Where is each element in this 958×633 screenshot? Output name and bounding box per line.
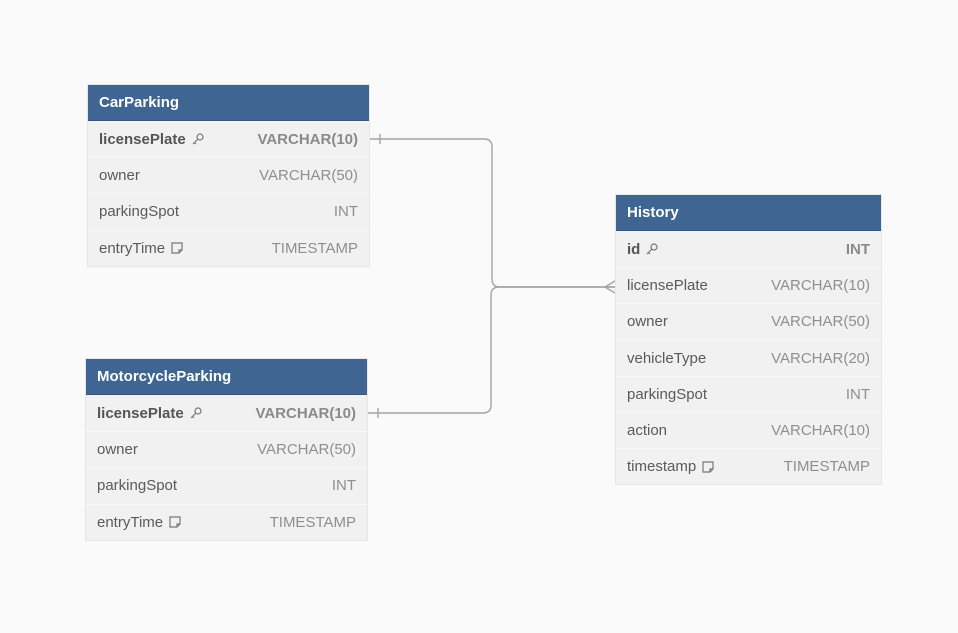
field-type: TIMESTAMP <box>269 513 356 531</box>
table-carparking[interactable]: CarParking licensePlate VARCHAR(10) owne… <box>88 85 369 266</box>
field-row[interactable]: owner VARCHAR(50) <box>88 157 369 193</box>
field-type: VARCHAR(50) <box>259 167 358 185</box>
field-type: VARCHAR(10) <box>255 404 356 422</box>
note-icon[interactable] <box>170 241 184 255</box>
key-icon <box>645 242 659 256</box>
field-row[interactable]: owner VARCHAR(50) <box>616 303 881 339</box>
field-name: licensePlate <box>97 404 184 422</box>
table-header[interactable]: CarParking <box>88 85 369 121</box>
field-type: VARCHAR(50) <box>771 313 870 331</box>
field-type: VARCHAR(10) <box>771 277 870 295</box>
field-name: vehicleType <box>627 349 707 367</box>
field-type: INT <box>845 240 870 258</box>
field-row[interactable]: licensePlate VARCHAR(10) <box>88 121 369 157</box>
many-marker-history <box>604 280 616 294</box>
field-row[interactable]: vehicleType VARCHAR(20) <box>616 339 881 376</box>
field-row[interactable]: licensePlate VARCHAR(10) <box>616 267 881 303</box>
field-name: entryTime <box>97 513 164 531</box>
field-row[interactable]: parkingSpot INT <box>616 375 881 412</box>
field-row[interactable]: parkingSpot INT <box>88 193 369 229</box>
field-name: parkingSpot <box>627 385 708 403</box>
note-icon[interactable] <box>701 460 715 474</box>
field-row[interactable]: timestamp TIMESTAMP <box>616 448 881 484</box>
field-name: licensePlate <box>627 277 708 295</box>
relationship-line-carparking-history <box>370 138 615 288</box>
field-list: id INT licensePlate VARCHAR(10) owner VA… <box>616 231 881 484</box>
table-header[interactable]: MotorcycleParking <box>86 359 367 395</box>
field-row[interactable]: licensePlate VARCHAR(10) <box>86 395 367 431</box>
field-type: INT <box>333 203 358 221</box>
field-row[interactable]: owner VARCHAR(50) <box>86 431 367 467</box>
field-name: parkingSpot <box>99 203 180 221</box>
field-name: action <box>627 422 668 440</box>
key-icon <box>189 406 203 420</box>
field-type: INT <box>845 385 870 403</box>
field-name: licensePlate <box>99 130 186 148</box>
field-list: licensePlate VARCHAR(10) owner VARCHAR(5… <box>88 121 369 266</box>
relationship-line-motorcycleparking-history <box>368 286 615 414</box>
key-icon <box>191 132 205 146</box>
field-name: timestamp <box>627 458 697 476</box>
field-row[interactable]: id INT <box>616 231 881 267</box>
field-type: TIMESTAMP <box>783 458 870 476</box>
field-row[interactable]: entryTime TIMESTAMP <box>88 229 369 266</box>
field-type: VARCHAR(10) <box>257 130 358 148</box>
field-type: VARCHAR(10) <box>771 422 870 440</box>
field-name: entryTime <box>99 239 166 257</box>
table-header[interactable]: History <box>616 195 881 231</box>
field-type: VARCHAR(50) <box>257 441 356 459</box>
field-row[interactable]: parkingSpot INT <box>86 467 367 503</box>
field-row[interactable]: action VARCHAR(10) <box>616 411 881 448</box>
field-name: parkingSpot <box>97 477 178 495</box>
field-type: VARCHAR(20) <box>771 349 870 367</box>
note-icon[interactable] <box>168 515 182 529</box>
table-history[interactable]: History id INT licensePlate VARCHAR(10) … <box>616 195 881 485</box>
field-type: INT <box>331 477 356 495</box>
field-type: TIMESTAMP <box>271 239 358 257</box>
field-name: id <box>627 240 641 258</box>
field-row[interactable]: entryTime TIMESTAMP <box>86 503 367 540</box>
field-name: owner <box>97 441 138 459</box>
field-name: owner <box>99 167 140 185</box>
field-list: licensePlate VARCHAR(10) owner VARCHAR(5… <box>86 395 367 540</box>
field-name: owner <box>627 313 668 331</box>
table-motorcycleparking[interactable]: MotorcycleParking licensePlate VARCHAR(1… <box>86 359 367 540</box>
